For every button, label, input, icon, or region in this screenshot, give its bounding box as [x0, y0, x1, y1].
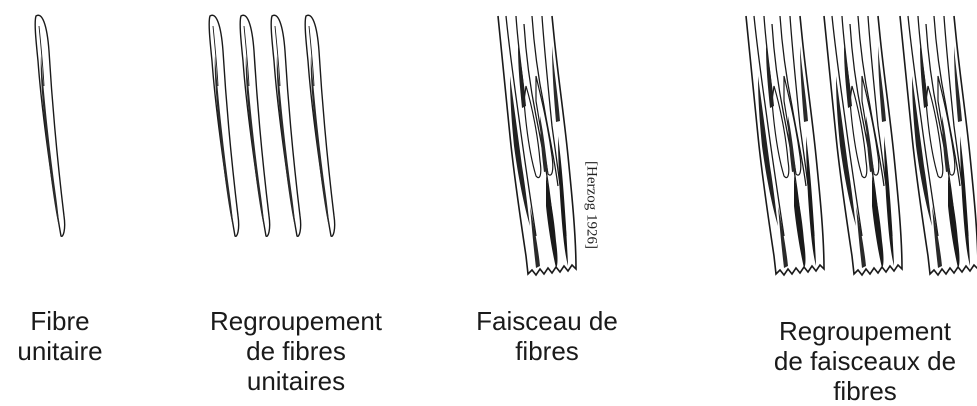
- fiber-3: [271, 15, 300, 236]
- caption-faisceau: Faisceau de fibres: [462, 306, 632, 366]
- caption-line: Faisceau de: [462, 306, 632, 336]
- fiber-1: [209, 15, 238, 236]
- bundle-2: [824, 16, 902, 275]
- fiber-group-illustration: [209, 15, 334, 236]
- caption-line: Regroupement: [760, 316, 970, 346]
- citation-herzog: [Herzog 1926]: [583, 161, 600, 249]
- caption-regroupement-faisceaux: Regroupement de faisceaux de fibres: [760, 316, 970, 406]
- single-fiber-illustration: [35, 15, 64, 236]
- caption-line: fibres: [462, 336, 632, 366]
- caption-line: Regroupement: [198, 306, 394, 336]
- caption-regroupement-fibres: Regroupement de fibres unitaires: [198, 306, 394, 396]
- caption-line: Fibre: [10, 306, 110, 336]
- fiber-bundle-illustration: [498, 16, 576, 275]
- fiber-4: [305, 15, 334, 236]
- caption-line: fibres: [760, 376, 970, 406]
- bundle-1: [746, 16, 824, 275]
- bundle-group-illustration: [746, 16, 977, 275]
- caption-line: de fibres: [198, 336, 394, 366]
- caption-line: de faisceaux de: [760, 346, 970, 376]
- fiber-2: [240, 15, 269, 236]
- caption-line: unitaires: [198, 366, 394, 396]
- caption-fibre-unitaire: Fibre unitaire: [10, 306, 110, 366]
- caption-line: unitaire: [10, 336, 110, 366]
- bundle-3: [900, 16, 977, 275]
